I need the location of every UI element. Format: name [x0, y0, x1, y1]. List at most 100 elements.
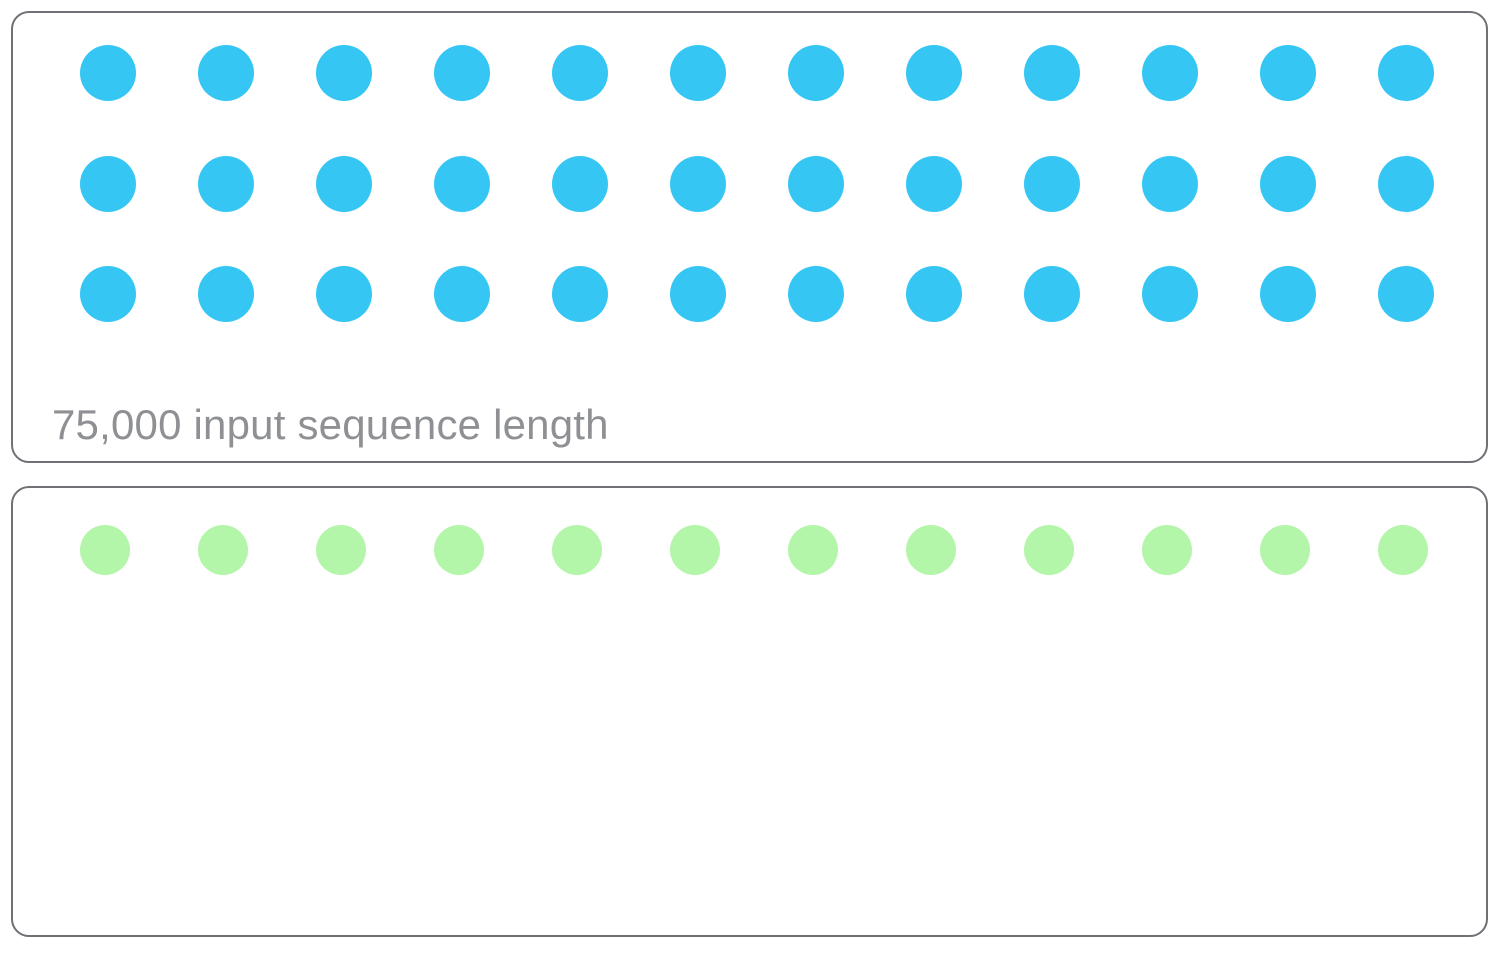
input-token-dot	[1260, 45, 1316, 101]
input-token-dot	[316, 156, 372, 212]
input-dot-slot	[198, 45, 316, 101]
output-dot-slot	[1378, 522, 1496, 578]
output-token-dot	[80, 525, 130, 575]
input-dot-slot	[552, 156, 670, 212]
input-dot-slot	[788, 156, 906, 212]
output-token-dot	[906, 525, 956, 575]
output-token-dot	[434, 525, 484, 575]
input-token-dot	[1142, 266, 1198, 322]
output-dot-slot	[198, 522, 316, 578]
input-token-dot	[1260, 266, 1316, 322]
output-token-dot	[552, 525, 602, 575]
input-token-dot	[1024, 45, 1080, 101]
output-token-dot	[788, 525, 838, 575]
output-token-dot	[1378, 525, 1428, 575]
input-token-dot	[788, 45, 844, 101]
output-dot-slot	[670, 522, 788, 578]
input-token-dot	[670, 266, 726, 322]
input-token-dot	[1142, 45, 1198, 101]
input-token-dot	[316, 45, 372, 101]
input-token-dot	[316, 266, 372, 322]
input-token-dot	[552, 266, 608, 322]
input-dot-slot	[434, 156, 552, 212]
input-token-dot	[1024, 266, 1080, 322]
input-dot-slot	[552, 45, 670, 101]
input-token-dot	[434, 156, 490, 212]
input-dot-slot	[670, 266, 788, 322]
output-dot-slot	[552, 522, 670, 578]
input-token-dot	[670, 45, 726, 101]
input-sequence-caption: 75,000 input sequence length	[52, 401, 609, 448]
output-token-dot	[198, 525, 248, 575]
output-dot-slot	[1142, 522, 1260, 578]
input-dot-slot	[1260, 266, 1378, 322]
input-dot-slot	[1260, 156, 1378, 212]
input-dot-slot	[1378, 266, 1496, 322]
input-token-dot	[434, 45, 490, 101]
input-dot-slot	[906, 266, 1024, 322]
output-token-dot	[1142, 525, 1192, 575]
input-dot-slot	[1024, 266, 1142, 322]
input-dot-slot	[788, 45, 906, 101]
input-dot-slot	[80, 156, 198, 212]
input-token-dot	[552, 45, 608, 101]
output-token-dot	[1024, 525, 1074, 575]
input-dot-slot	[80, 45, 198, 101]
input-dot-slot	[670, 156, 788, 212]
input-dot-slot	[316, 156, 434, 212]
output-dot-slot	[1260, 522, 1378, 578]
input-dot-slot	[434, 266, 552, 322]
input-dot-slot	[1024, 156, 1142, 212]
input-token-dot	[198, 156, 254, 212]
input-dot-slot	[316, 45, 434, 101]
input-token-dot	[80, 156, 136, 212]
input-dot-row	[80, 156, 1440, 212]
input-token-dot	[198, 266, 254, 322]
input-token-dot	[788, 156, 844, 212]
output-token-dot	[1260, 525, 1310, 575]
input-dot-slot	[1260, 45, 1378, 101]
input-token-dot	[80, 45, 136, 101]
input-dot-slot	[906, 156, 1024, 212]
input-token-dot	[1378, 45, 1434, 101]
output-dot-slot	[434, 522, 552, 578]
input-token-dot	[1378, 266, 1434, 322]
output-token-dot	[670, 525, 720, 575]
input-token-dot	[434, 266, 490, 322]
input-dot-slot	[788, 266, 906, 322]
input-token-dot	[788, 266, 844, 322]
output-dot-slot	[80, 522, 198, 578]
input-dot-slot	[316, 266, 434, 322]
input-dot-row	[80, 45, 1440, 101]
input-sequence-panel: 75,000 input sequence length	[11, 11, 1488, 463]
input-token-dot	[552, 156, 608, 212]
input-token-dot	[1142, 156, 1198, 212]
input-dot-slot	[1142, 156, 1260, 212]
input-dot-slot	[1024, 45, 1142, 101]
input-dot-slot	[198, 156, 316, 212]
input-dot-slot	[906, 45, 1024, 101]
input-dot-slot	[1378, 156, 1496, 212]
input-token-dot	[906, 266, 962, 322]
input-dot-slot	[670, 45, 788, 101]
output-dot-slot	[1024, 522, 1142, 578]
output-dot-slot	[316, 522, 434, 578]
input-dot-slot	[80, 266, 198, 322]
input-token-dot	[1260, 156, 1316, 212]
input-token-dot	[1024, 156, 1080, 212]
input-token-dot	[670, 156, 726, 212]
output-token-dot	[316, 525, 366, 575]
input-dot-slot	[1142, 266, 1260, 322]
input-token-dot	[80, 266, 136, 322]
output-dot-row	[80, 522, 1440, 578]
input-dot-slot	[198, 266, 316, 322]
input-dot-slot	[434, 45, 552, 101]
input-dot-slot	[1378, 45, 1496, 101]
output-dot-slot	[788, 522, 906, 578]
output-dot-slot	[906, 522, 1024, 578]
input-token-dot	[1378, 156, 1434, 212]
input-token-dot	[906, 45, 962, 101]
input-dot-row	[80, 266, 1440, 322]
output-sequence-panel: 25,000 output sequence length	[11, 486, 1488, 937]
